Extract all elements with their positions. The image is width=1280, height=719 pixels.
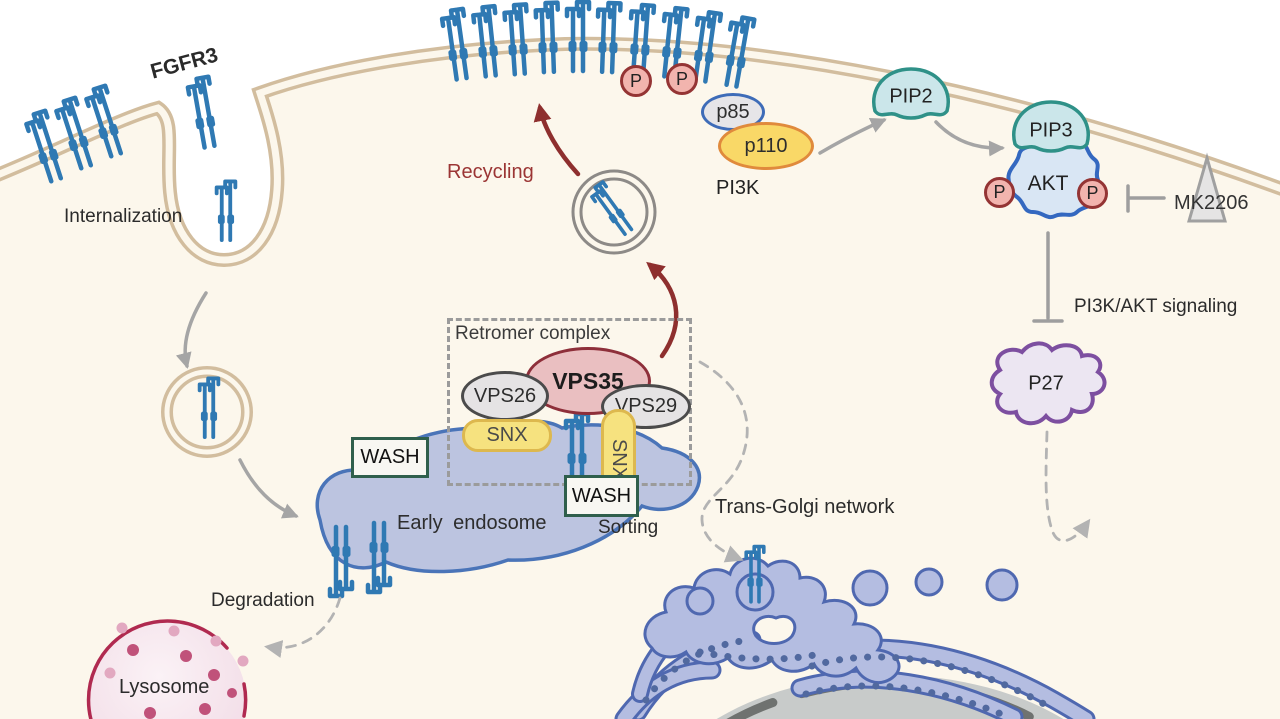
trans-golgi-label: Trans-Golgi network [715, 496, 895, 518]
phospho-badge-akt-left: P [984, 177, 1015, 208]
degradation-label: Degradation [211, 590, 315, 611]
recycling-vesicle [571, 169, 657, 255]
snx-left-badge: SNX [462, 419, 552, 452]
pi3k-label: PI3K [716, 177, 760, 199]
phospho-badge-akt-right: P [1077, 178, 1108, 209]
akt-label: AKT [1027, 172, 1069, 195]
p110-badge: p110 [718, 122, 814, 170]
p27-shape [989, 341, 1107, 426]
early-endosome-label: Early endosome [397, 512, 547, 534]
pip2-label: PIP2 [889, 85, 933, 108]
phospho-badge-membrane-2: P [666, 63, 698, 95]
pip2-shape [872, 67, 950, 120]
p27-label: P27 [1028, 372, 1064, 395]
endocytic-vesicle [161, 366, 253, 458]
lysosome-enzymes [127, 644, 237, 719]
plasma-membrane [0, 0, 1280, 268]
vps29-badge: VPS29 [601, 384, 691, 429]
recycling-arrows [533, 103, 679, 359]
snx-right-label: SNX [608, 438, 630, 480]
ribosome-dots [642, 636, 1048, 719]
pip3-label: PIP3 [1029, 119, 1073, 142]
internalization-label: Internalization [64, 206, 183, 227]
recycling-label: Recycling [447, 161, 534, 183]
dashed-route-arrows [264, 360, 1091, 658]
lysosome-label: Lysosome [119, 676, 210, 698]
wash-right-badge: WASH [564, 475, 639, 517]
lysosome [86, 619, 249, 719]
mk2206-triangle [1187, 152, 1227, 223]
transport-arrows [175, 118, 1005, 519]
pip3-shape [1012, 100, 1090, 153]
mk2206-label: MK2206 [1174, 192, 1249, 214]
inhibition-lines [1032, 184, 1166, 323]
retromer-complex-label: Retromer complex [455, 323, 611, 344]
vps26-badge: VPS26 [461, 371, 549, 421]
phospho-badge-membrane-1: P [620, 65, 652, 97]
wash-left-badge: WASH [351, 437, 429, 478]
golgi-apparatus [614, 556, 1096, 719]
sorting-label: Sorting [598, 517, 659, 538]
pi3k-akt-signaling-label: PI3K/AKT signaling [1074, 296, 1238, 317]
